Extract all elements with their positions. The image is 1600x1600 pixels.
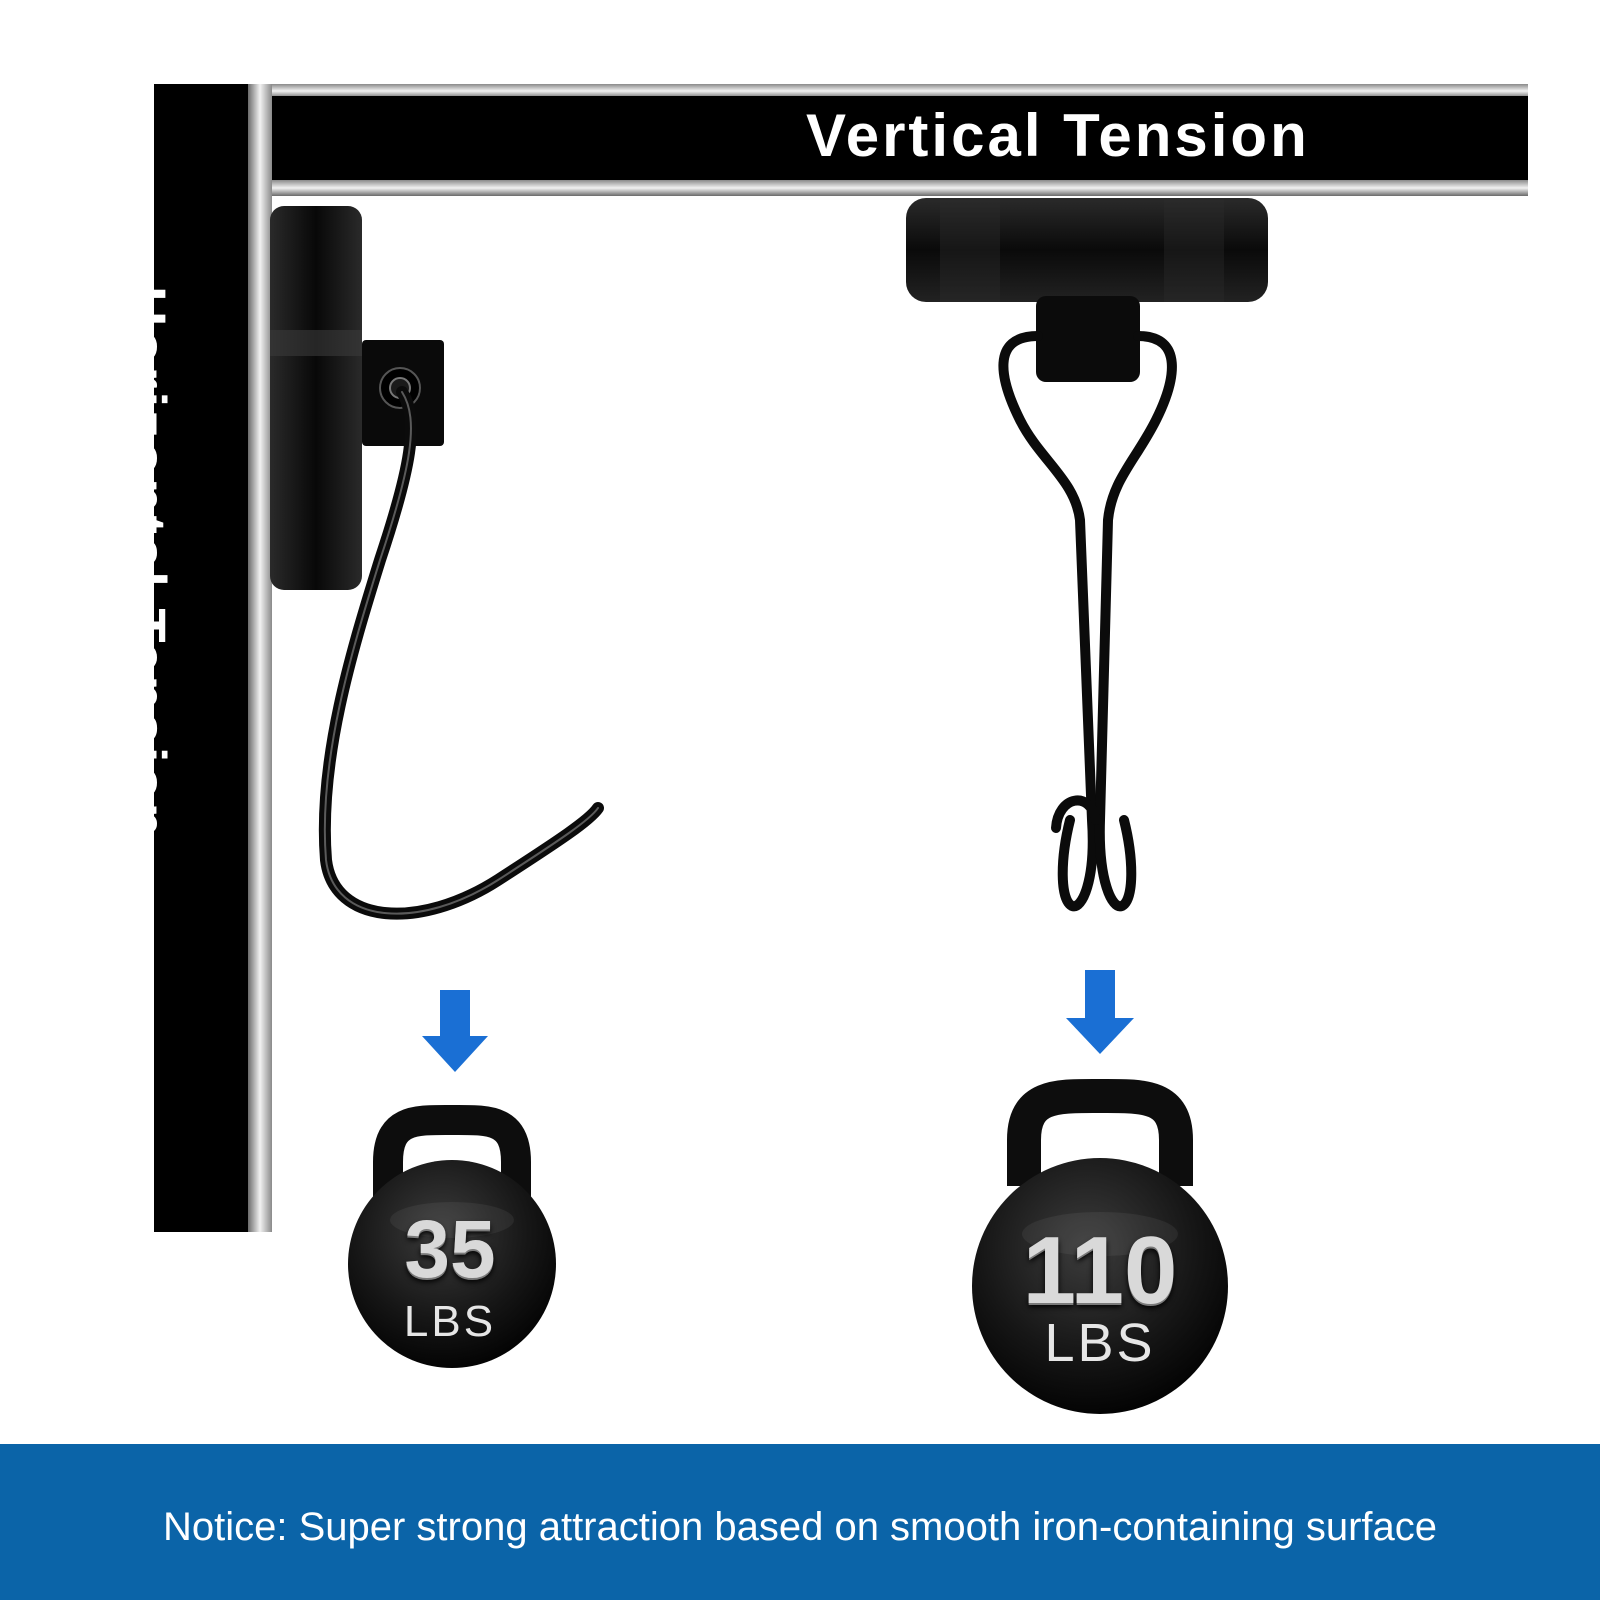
vertical-tension-label: Vertical Tension: [806, 102, 1310, 169]
down-arrow-icon: [422, 990, 488, 1072]
kettlebell-icon: [972, 1078, 1228, 1414]
weight-unit-35: LBS: [403, 1297, 497, 1346]
notice-banner: [0, 1444, 1600, 1600]
notice-text: Notice: Super strong attraction based on…: [162, 1505, 1438, 1549]
horizontal-tension-bar: [154, 84, 272, 1232]
horizontal-tension-label: Horizontal Tension: [115, 286, 178, 840]
weight-unit-110: LBS: [1044, 1313, 1156, 1373]
vertical-tension-bar: [270, 84, 1528, 196]
weight-value-110: 110: [1022, 1217, 1178, 1324]
weight-value-35: 35: [404, 1204, 496, 1295]
kettlebell-icon: [348, 1104, 556, 1368]
down-arrow-icon: [1066, 970, 1134, 1054]
vertical-magnet-swivel-hook-icon: [906, 198, 1268, 912]
horizontal-magnet-hook-icon: [270, 206, 604, 920]
